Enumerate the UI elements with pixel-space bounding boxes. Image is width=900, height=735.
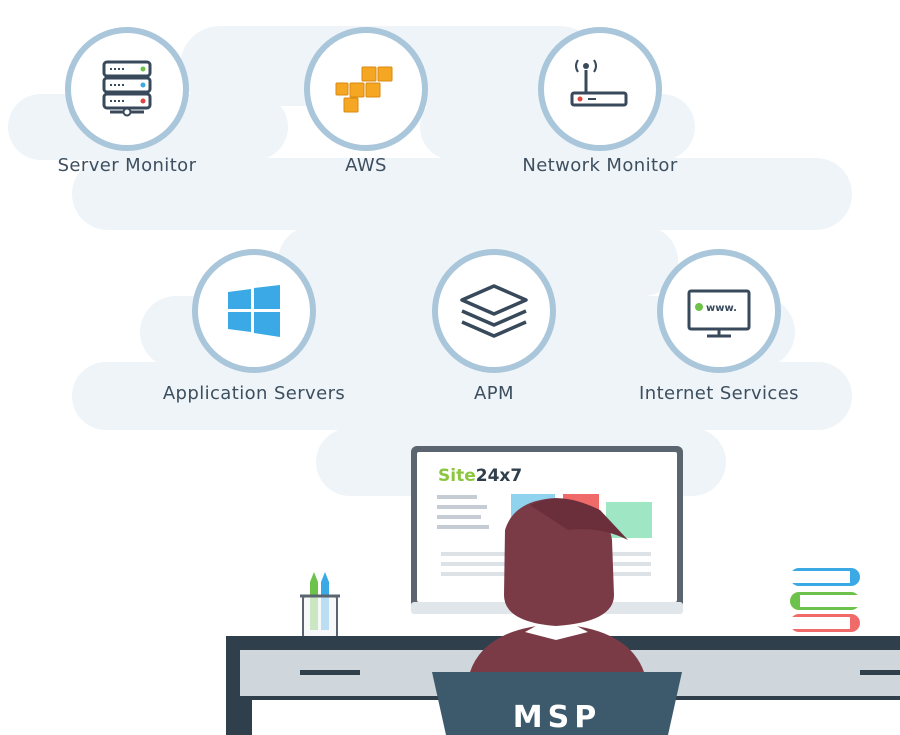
brand-site: Site [438, 466, 476, 486]
apm-label: APM [474, 383, 514, 404]
chair: MSP [432, 672, 682, 735]
server-icon [102, 60, 152, 117]
server-monitor-label: Server Monitor [57, 155, 197, 176]
router-icon [570, 59, 628, 107]
chair-label: MSP [513, 700, 601, 735]
aws-label: AWS [345, 155, 387, 176]
application-servers-node [192, 249, 316, 373]
internet-services-node: www. [657, 249, 781, 373]
www-monitor-icon: www. [687, 289, 751, 338]
svg-text:www.: www. [706, 303, 737, 314]
windows-icon [228, 285, 280, 337]
network-monitor-label: Network Monitor [522, 155, 678, 176]
application-servers-label: Application Servers [162, 383, 346, 404]
person [470, 498, 644, 672]
internet-services-label: Internet Services [639, 383, 799, 404]
book-stack [790, 568, 860, 632]
pencil-cup [300, 572, 340, 639]
aws-node [304, 27, 428, 151]
brand-24x7: 24x7 [476, 466, 522, 486]
server-monitor-node [65, 27, 189, 151]
apm-node [432, 249, 556, 373]
aws-cubes-icon [335, 66, 393, 113]
svg-text:Site24x7: Site24x7 [438, 466, 522, 486]
layers-icon [460, 284, 528, 338]
network-monitor-node [538, 27, 662, 151]
